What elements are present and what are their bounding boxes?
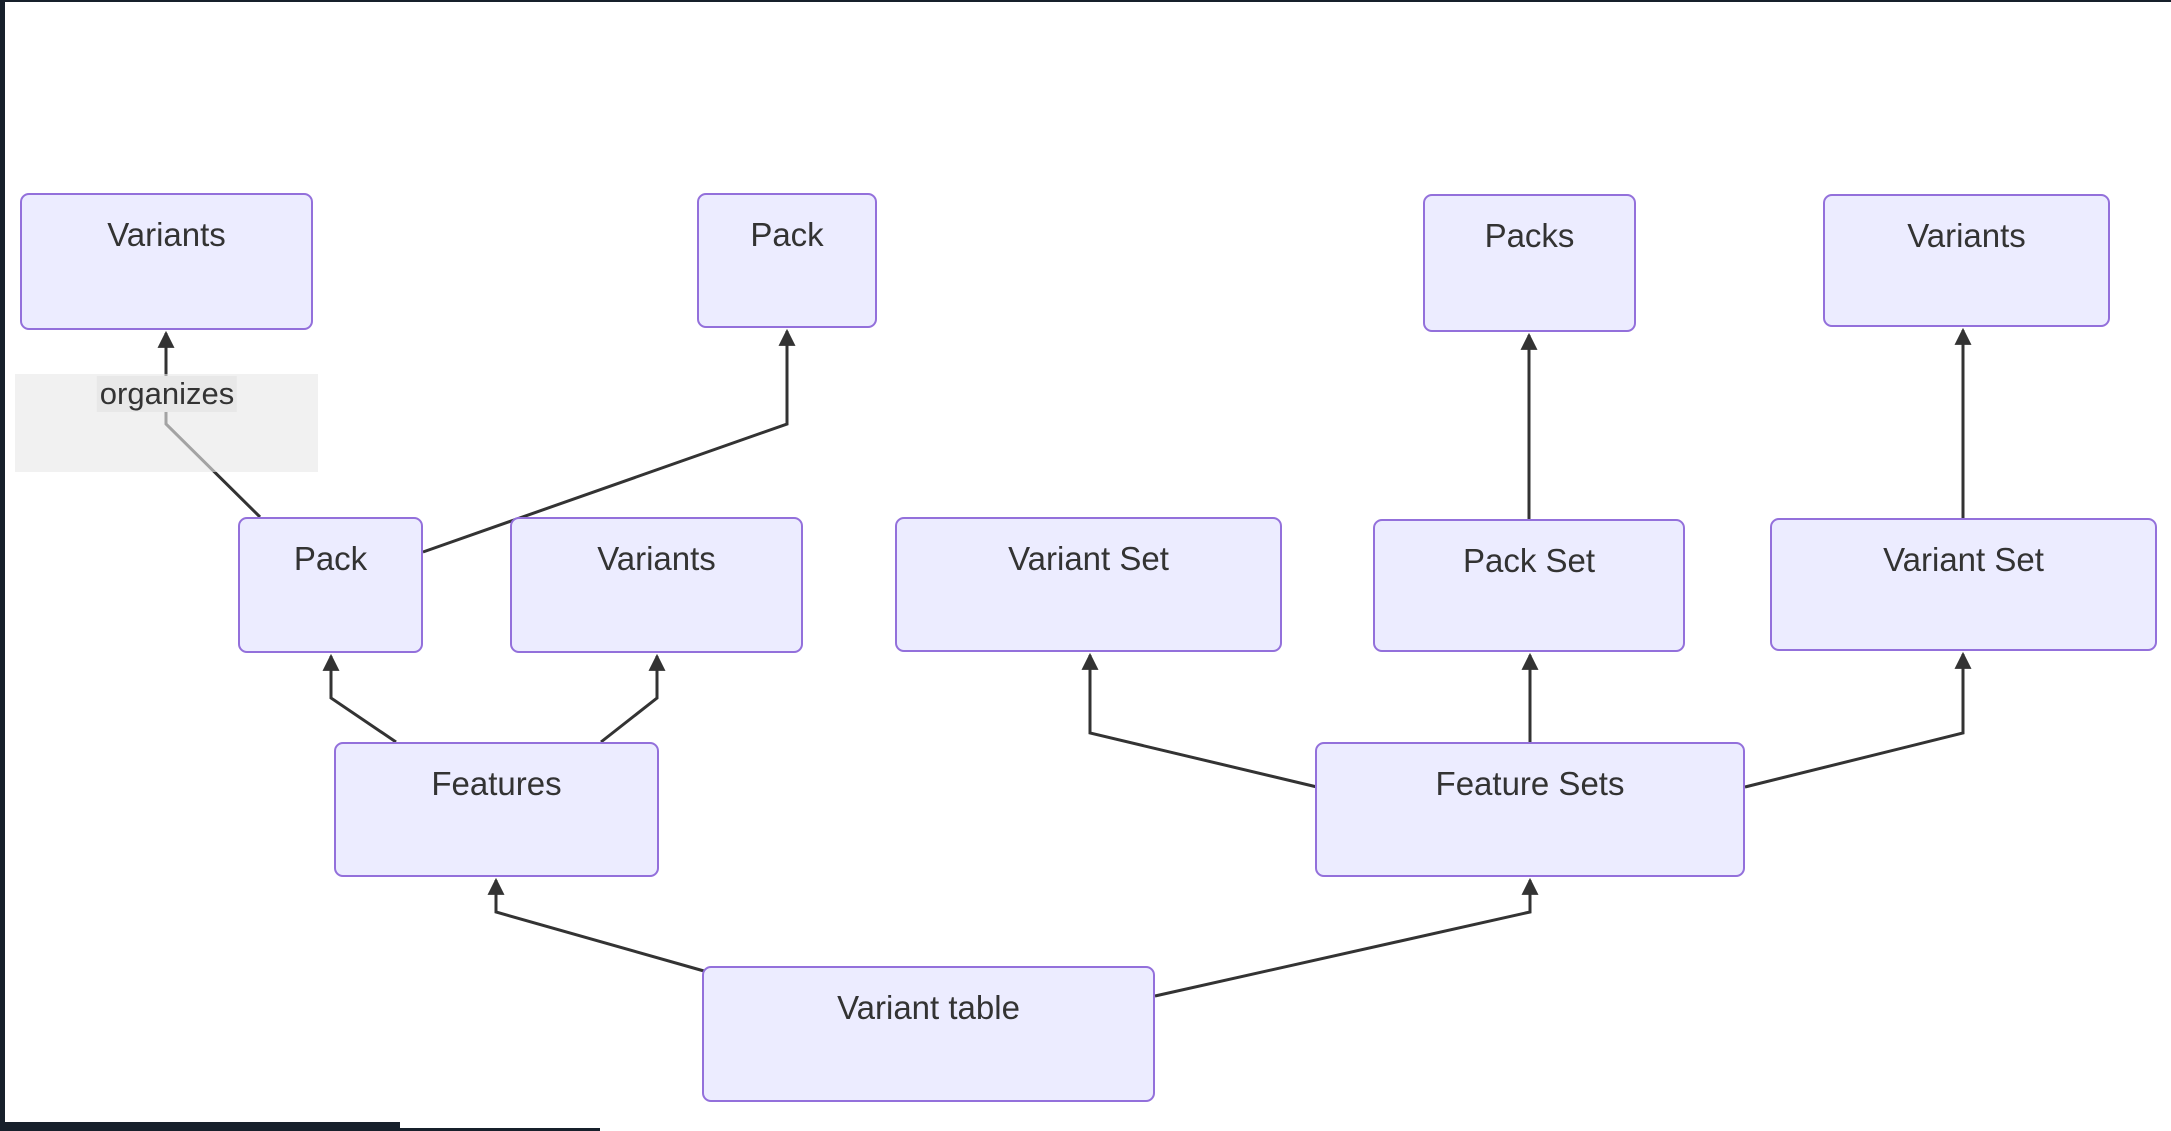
node-label: Packs <box>1484 217 1575 254</box>
node-pack-middle: Pack <box>238 517 423 653</box>
edge-varianttable-to-featuresets <box>1154 877 1539 998</box>
node-label: Variant Set <box>1883 541 2044 578</box>
node-label: Variant table <box>837 989 1020 1026</box>
edge-features-to-variants <box>600 653 666 744</box>
node-variant-table: Variant table <box>702 966 1155 1102</box>
node-variants-middle: Variants <box>510 517 803 653</box>
node-label: Variants <box>1907 217 2026 254</box>
node-variant-set-right: Variant Set <box>1770 518 2157 651</box>
node-features: Features <box>334 742 659 877</box>
node-feature-sets: Feature Sets <box>1315 742 1745 877</box>
edge-label-organizes: organizes <box>96 376 238 412</box>
frame-bottom-border-line <box>0 1128 600 1131</box>
node-packs: Packs <box>1423 194 1636 332</box>
node-label: Variants <box>107 216 226 253</box>
node-variants-top-right: Variants <box>1823 194 2110 327</box>
node-label: Pack Set <box>1462 542 1596 579</box>
frame-bottom-border-segment <box>0 1122 400 1131</box>
node-variant-set-left: Variant Set <box>895 517 1282 652</box>
edge-featuresets-to-variantset-right <box>1744 651 1972 789</box>
node-label: Pack <box>293 540 368 577</box>
node-label: Features <box>431 765 562 802</box>
frame-left-border <box>0 0 5 1131</box>
edge-featuresets-to-variantset-left <box>1081 652 1318 789</box>
node-label: Variant Set <box>1008 540 1169 577</box>
frame-top-border <box>0 0 2171 2</box>
node-pack-top: Pack <box>697 193 877 328</box>
node-label: Pack <box>750 216 824 253</box>
node-variants-top-left: Variants <box>20 193 313 330</box>
node-label: Feature Sets <box>1435 765 1625 802</box>
edge-varianttable-to-features <box>487 877 705 973</box>
edge-pack-to-pack-top <box>422 328 796 554</box>
node-pack-set: Pack Set <box>1373 519 1685 652</box>
node-label: Variants <box>597 540 716 577</box>
edge-features-to-pack <box>322 653 397 744</box>
